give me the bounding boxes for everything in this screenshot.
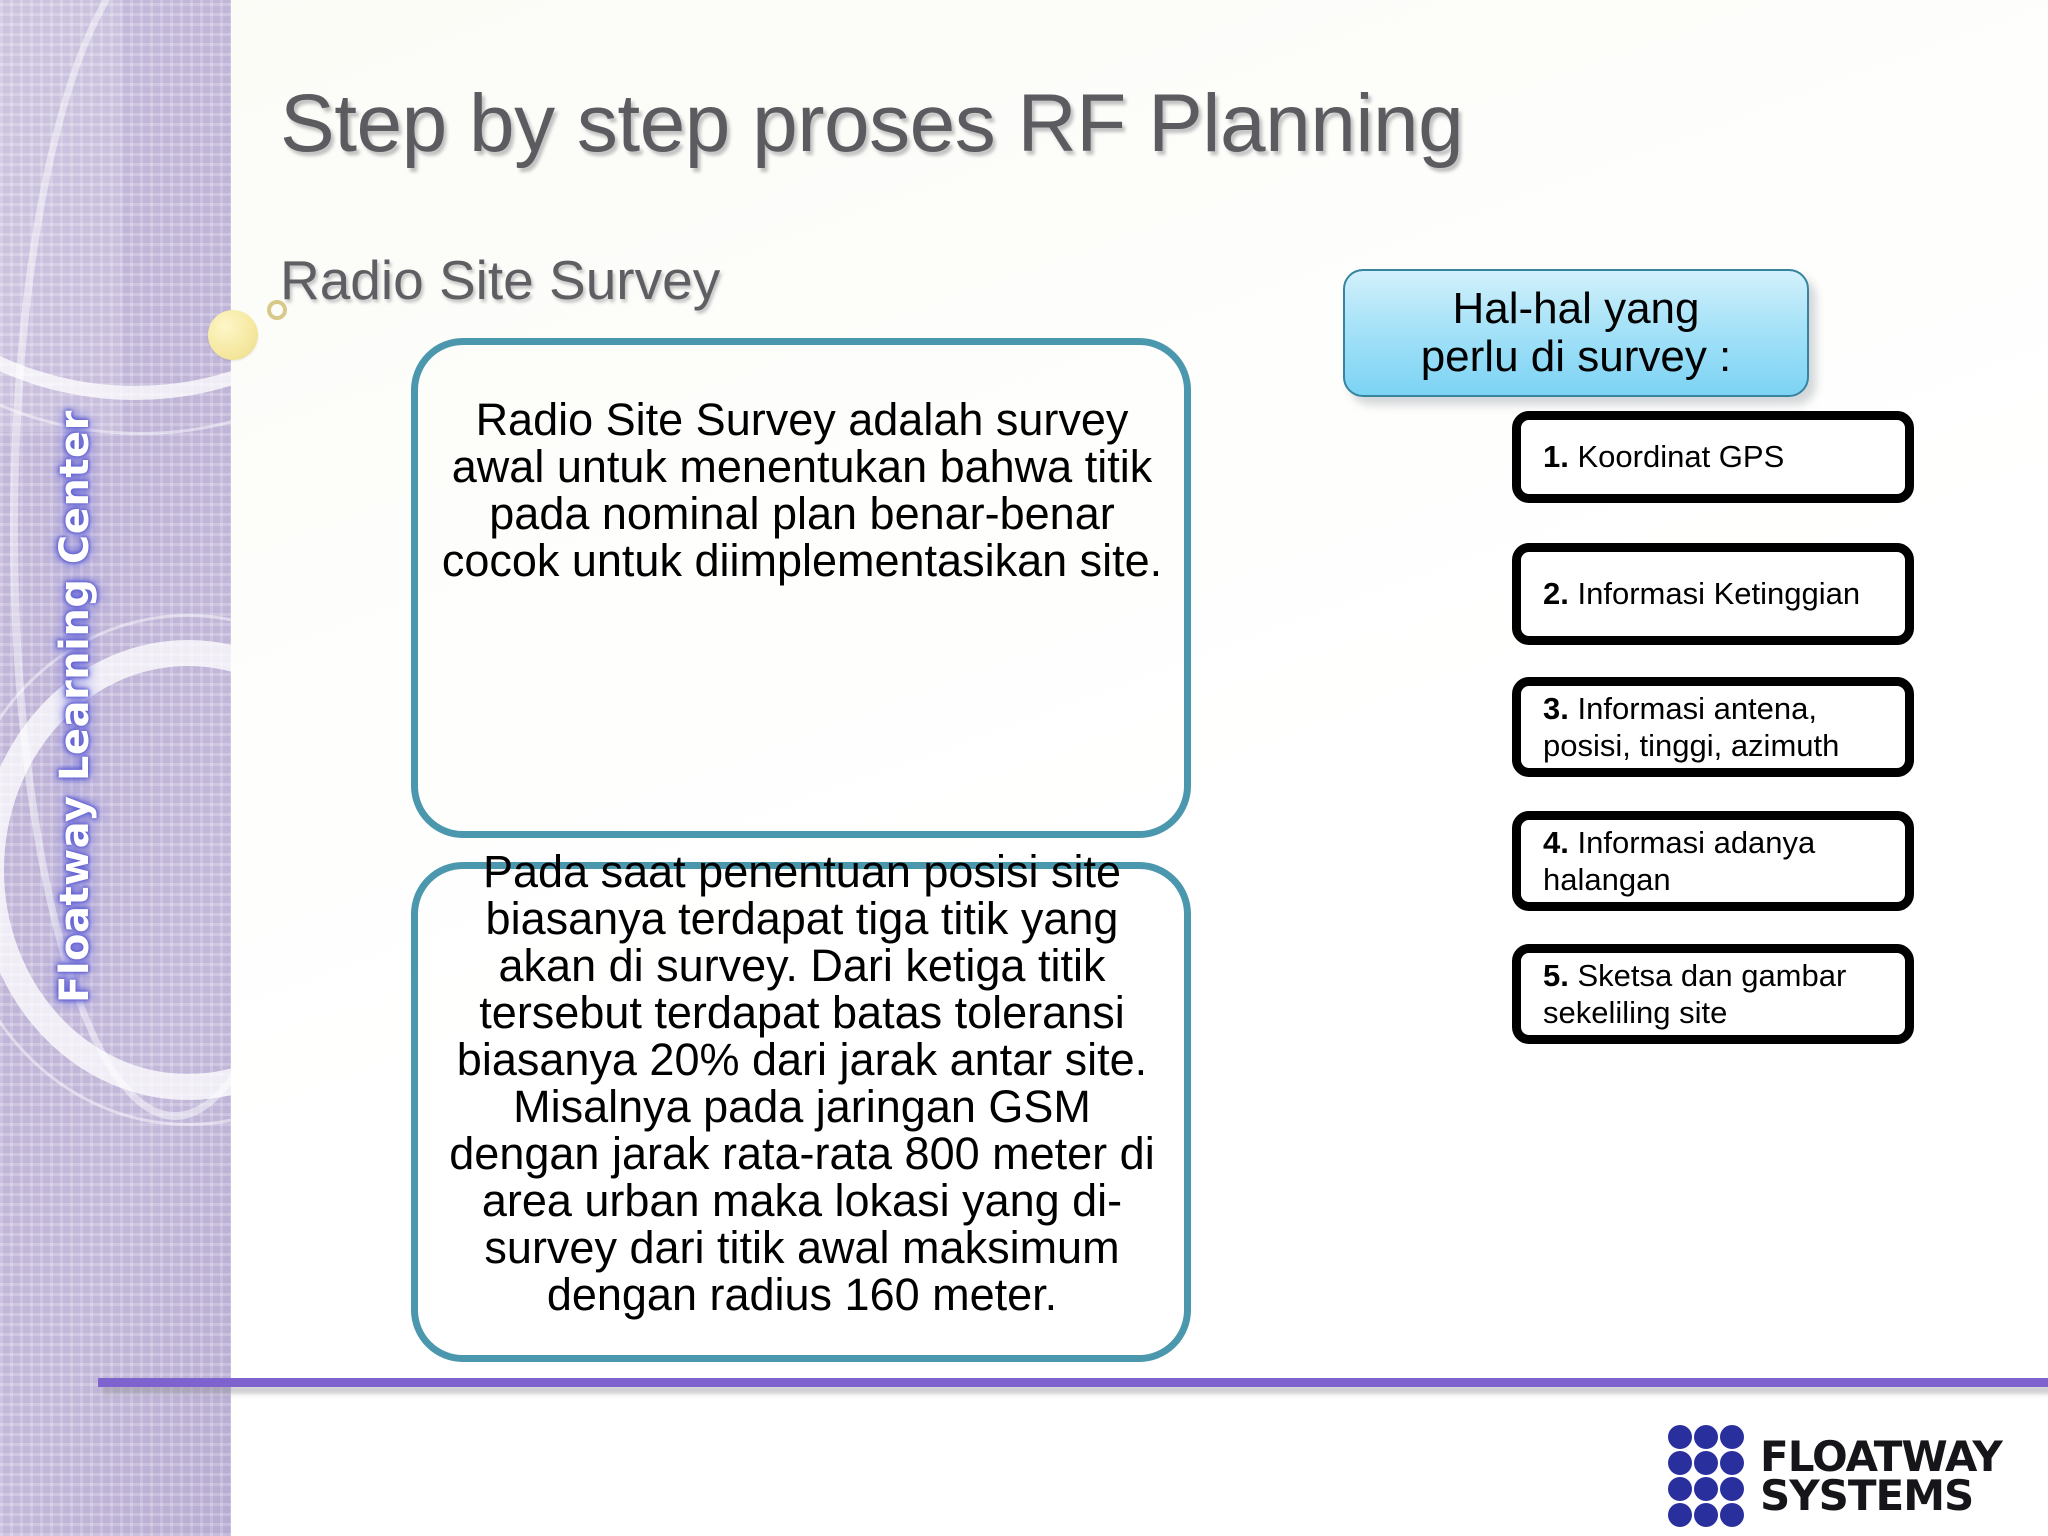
survey-item-3-number: 3. xyxy=(1543,690,1569,726)
logo-dot-grid-icon xyxy=(1668,1425,1744,1527)
sidebar-ring-lower-outline xyxy=(0,614,231,1126)
survey-item-4-number: 4. xyxy=(1543,824,1569,860)
sidebar-arc-large-outline xyxy=(0,0,231,435)
logo-line-2: SYSTEMS xyxy=(1760,1471,1974,1520)
detail-text: Pada saat penentuan posisi site biasanya… xyxy=(449,846,1155,1321)
survey-item-1-label: Koordinat GPS xyxy=(1577,439,1785,475)
survey-item-2[interactable]: 2. Informasi Ketinggian xyxy=(1512,543,1914,645)
survey-item-2-text: 2. Informasi Ketinggian xyxy=(1543,575,1860,612)
definition-text: Radio Site Survey adalah survey awal unt… xyxy=(441,394,1163,587)
page-subtitle: Radio Site Survey xyxy=(280,248,721,311)
survey-item-2-number: 2. xyxy=(1543,576,1569,612)
survey-item-3-text: 3. Informasi antena, posisi, tinggi, azi… xyxy=(1543,690,1905,764)
survey-item-3-label: Informasi antena, posisi, tinggi, azimut… xyxy=(1543,690,1840,763)
survey-item-1[interactable]: 1. Koordinat GPS xyxy=(1512,411,1914,503)
definition-box xyxy=(411,338,1191,838)
page-title: Step by step proses RF Planning xyxy=(280,77,1464,169)
survey-item-5-text: 5. Sketsa dan gambar sekeliling site xyxy=(1543,957,1905,1031)
footer-divider xyxy=(98,1378,2048,1387)
floatway-systems-logo: FLOATWAY SYSTEMS xyxy=(1668,1425,2003,1527)
survey-item-4-text: 4. Informasi adanya halangan xyxy=(1543,824,1905,898)
sidebar-ring-lower xyxy=(0,640,231,1100)
detail-box xyxy=(411,862,1191,1362)
decorative-sidebar: Floatway Learning Center xyxy=(0,0,231,1536)
survey-item-3[interactable]: 3. Informasi antena, posisi, tinggi, azi… xyxy=(1512,677,1914,777)
survey-item-2-label: Informasi Ketinggian xyxy=(1577,576,1861,612)
sidebar-arc-large xyxy=(0,0,231,400)
survey-item-1-text: 1. Koordinat GPS xyxy=(1543,438,1784,475)
sidebar-arc-tall xyxy=(10,0,231,1120)
survey-item-5-label: Sketsa dan gambar sekeliling site xyxy=(1543,957,1847,1030)
survey-item-5[interactable]: 5. Sketsa dan gambar sekeliling site xyxy=(1512,944,1914,1044)
survey-item-4-label: Informasi adanya halangan xyxy=(1543,824,1816,897)
survey-item-4[interactable]: 4. Informasi adanya halangan xyxy=(1512,811,1914,911)
logo-wordmark: FLOATWAY SYSTEMS xyxy=(1760,1431,2003,1520)
logo-line-1: FLOATWAY xyxy=(1760,1431,2003,1481)
vertical-brand-label: Floatway Learning Center xyxy=(52,410,98,1003)
accent-ring-yellow-small xyxy=(267,300,287,320)
callout-heading: Hal-hal yang perlu di survey : xyxy=(1420,284,1732,381)
sidebar-tint-block xyxy=(0,0,122,432)
survey-item-5-number: 5. xyxy=(1543,957,1569,993)
callout-banner: Hal-hal yang perlu di survey : xyxy=(1343,269,1809,397)
survey-item-1-number: 1. xyxy=(1543,439,1569,475)
